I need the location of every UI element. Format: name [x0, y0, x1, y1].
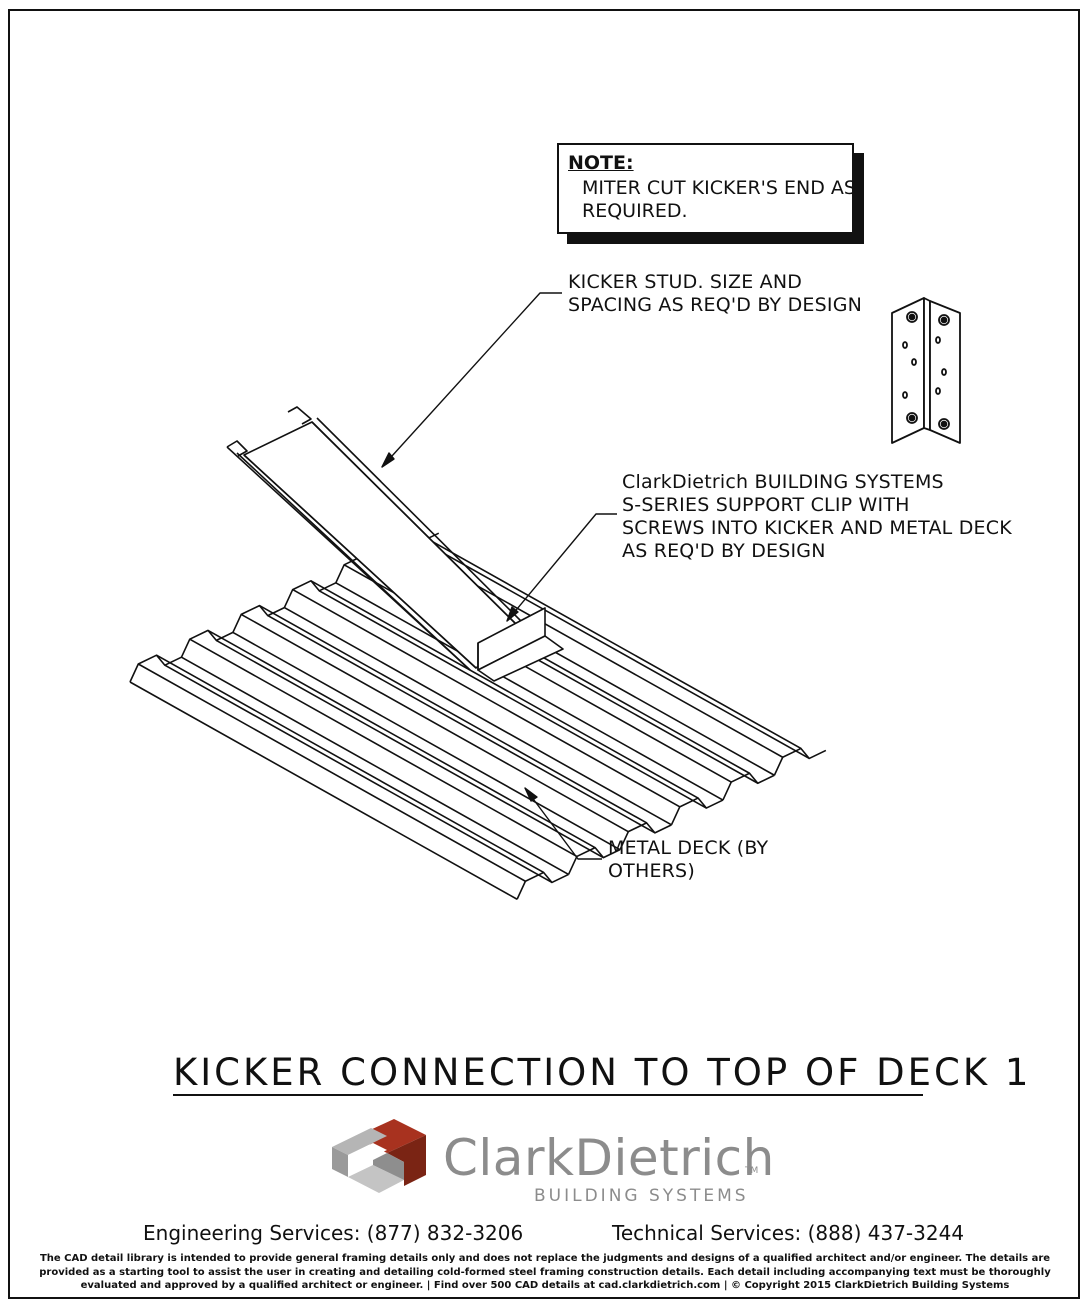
deck-profile-front — [180, 629, 234, 658]
deck-rib-line — [292, 588, 681, 808]
deck-rib-line — [240, 613, 629, 833]
deck-rib-line — [189, 638, 578, 858]
deck-profile-back — [516, 871, 569, 900]
deck-rib-line — [335, 582, 724, 801]
deck-rib-line — [267, 614, 656, 834]
deck-rib-line — [310, 580, 699, 799]
note-box: NOTE: MITER CUT KICKER'S END AS REQUIRED… — [557, 143, 856, 234]
deck-rib-line — [283, 606, 672, 826]
deck-rib-line — [318, 590, 707, 809]
detail-title: KICKER CONNECTION TO TOP OF DECK 1 — [173, 1051, 1032, 1096]
brand-subtitle: BUILDING SYSTEMS — [534, 1186, 749, 1206]
deck-profile-back — [670, 797, 724, 826]
deck-profile-front — [283, 579, 337, 608]
note-body: MITER CUT KICKER'S END AS REQUIRED. — [582, 177, 856, 222]
deck-profile-front — [232, 604, 285, 633]
deck-profile-back — [722, 772, 775, 801]
metal-deck-label: METAL DECK (BY OTHERS) — [608, 837, 769, 882]
metal-deck — [129, 530, 827, 900]
clarkdietrich-logo-mark — [332, 1119, 426, 1193]
deck-rib-line — [215, 639, 604, 859]
disclaimer-line: evaluated and approved by a qualified ar… — [80, 1280, 1010, 1291]
deck-rib-line — [137, 663, 526, 882]
deck-rib-line — [164, 664, 553, 884]
clip-illustration — [891, 297, 961, 444]
brand-trademark: TM — [745, 1166, 759, 1176]
deck-rib-line — [413, 530, 802, 750]
drawing-border — [8, 9, 1080, 1299]
deck-rib-line — [156, 654, 545, 874]
deck-profile-back — [619, 822, 672, 850]
kicker-stud — [226, 406, 527, 671]
deck-profile-back — [773, 747, 827, 776]
deck-profile-back — [567, 846, 621, 875]
brand-name: ClarkDietrich — [443, 1129, 775, 1187]
deck-rib-line — [232, 631, 621, 851]
technical-services: Technical Services: (888) 437-3244 — [612, 1221, 965, 1245]
support-clip — [477, 607, 564, 682]
support-clip-label: ClarkDietrich BUILDING SYSTEMS S-SERIES … — [622, 471, 1012, 562]
disclaimer-line: The CAD detail library is intended to pr… — [39, 1253, 1051, 1264]
deck-profile-front — [129, 654, 182, 683]
deck-rib-line — [129, 681, 518, 900]
disclaimer: The CAD detail library is intended to pr… — [30, 1252, 1060, 1293]
disclaimer-line: provided as a starting tool to assist th… — [39, 1266, 1051, 1278]
leader-lines — [381, 292, 617, 860]
deck-rib-line — [259, 604, 647, 824]
clip-holes — [902, 311, 950, 430]
engineering-services: Engineering Services: (877) 832-3206 — [143, 1221, 524, 1245]
deck-rib-line — [421, 540, 810, 760]
deck-rib-line — [181, 656, 569, 876]
deck-rib-line — [207, 629, 596, 849]
note-title: NOTE: — [568, 152, 634, 174]
kicker-stud-label: KICKER STUD. SIZE AND SPACING AS REQ'D B… — [568, 271, 863, 316]
